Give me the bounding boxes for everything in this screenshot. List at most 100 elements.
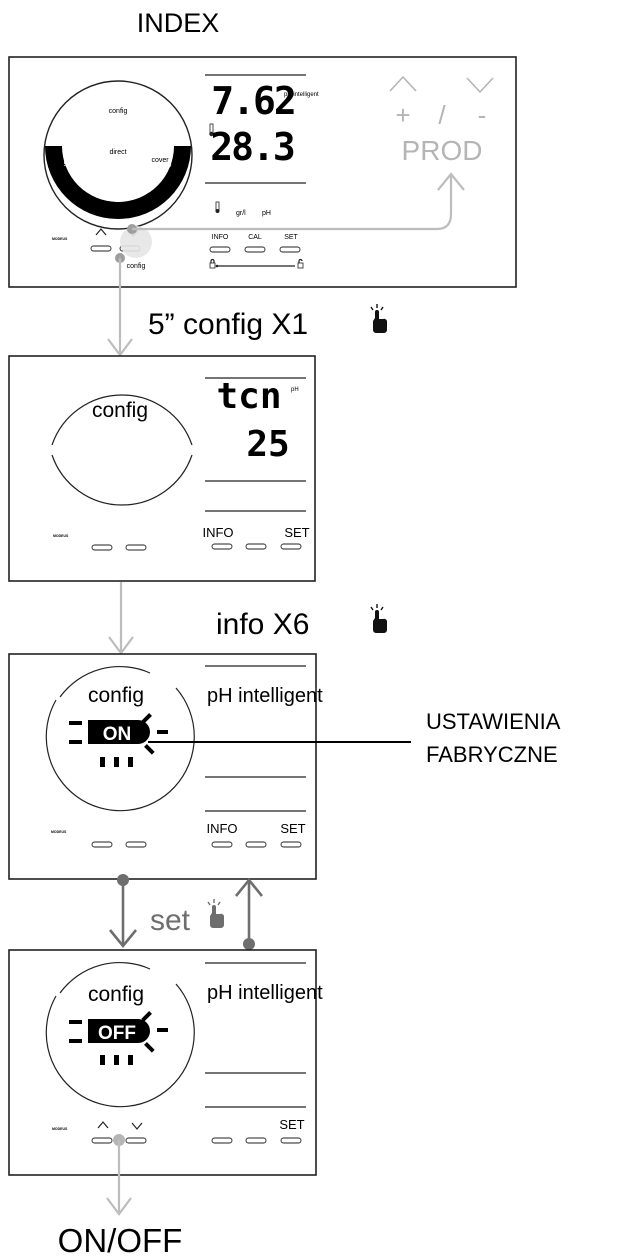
info-button[interactable] [211, 543, 233, 550]
connector-to-prod [127, 172, 465, 234]
footer-label: ON/OFF [58, 1222, 183, 1259]
up-button[interactable] [91, 544, 113, 551]
prod-slash: / [438, 100, 446, 130]
up-button[interactable] [91, 841, 113, 848]
state-pill [88, 720, 150, 744]
unit-gr-l: gr/l [236, 210, 246, 217]
arrow-up-icon [389, 75, 417, 92]
down-button[interactable] [125, 544, 147, 551]
config-code-unit: pH [291, 387, 299, 393]
ph-intelligent-text: pH intelligent [207, 685, 323, 707]
thermometer-icon [215, 201, 220, 213]
arrow-step2 [108, 582, 134, 655]
diagram-title: INDEX [137, 8, 220, 38]
step1-label: 5” config X1 [148, 308, 308, 341]
set-up-arrow [234, 877, 264, 950]
set-button[interactable] [280, 1137, 302, 1144]
set-down-arrow [108, 874, 138, 949]
prod-minus: - [478, 100, 487, 130]
set-button-label: SET [284, 525, 309, 540]
logo: MODEUS [52, 237, 68, 241]
unit-ph: pH [262, 210, 271, 217]
lock-closed-icon [209, 258, 216, 269]
prod-label: PROD [402, 135, 483, 166]
state-pill [88, 1019, 150, 1043]
scale-value: 10 [165, 163, 172, 169]
set-button-label: SET [284, 234, 298, 241]
prod-plus: + [395, 100, 410, 130]
down-button[interactable] [125, 1137, 147, 1144]
dial-arc [59, 666, 151, 698]
lock-open-icon [297, 258, 304, 269]
logo: MODEUS [51, 830, 67, 834]
dial-arc [51, 454, 193, 506]
panel-factory-on: config ON pH intelligent MODEUS INFO SET [8, 653, 323, 880]
config-value: 25 [246, 424, 289, 465]
cal-button-label: CAL [248, 234, 262, 241]
down-button[interactable] [125, 841, 147, 848]
arrow-down-icon [466, 77, 494, 94]
hand-tap-icon [370, 304, 387, 333]
logo: MODEUS [53, 534, 69, 538]
step3-label: set [150, 904, 191, 937]
scale-arc [45, 146, 191, 219]
thermometer-icon [209, 123, 214, 137]
state-value: ON [103, 724, 132, 745]
dial-label-direct: direct [109, 149, 126, 156]
hand-tap-icon [370, 604, 387, 633]
cal-button[interactable] [245, 1137, 267, 1144]
up-button[interactable] [90, 245, 112, 252]
scale-value: 20 [145, 188, 152, 194]
arrow-up-icon [95, 228, 107, 236]
callout-line2: FABRYCZNE [426, 742, 558, 767]
dial-label-config: config [109, 108, 128, 115]
panel-index: config direct cover 50 40 30 20 10 7.62 … [8, 56, 517, 288]
dial-label-cover: cover [151, 157, 169, 164]
config-button-label: config [127, 263, 146, 270]
set-button[interactable] [280, 543, 302, 550]
arrow-to-onoff [106, 1134, 132, 1216]
dial-arc [51, 394, 193, 446]
info-button[interactable] [211, 841, 233, 848]
set-button-label: SET [279, 1117, 304, 1132]
info-button-label: INFO [206, 821, 237, 836]
info-button-label: INFO [212, 234, 229, 241]
set-button[interactable] [280, 841, 302, 848]
arrow-step1 [107, 253, 133, 357]
state-value: OFF [98, 1023, 136, 1044]
dial-arc [45, 687, 195, 812]
callout-line1: USTAWIENIA [426, 709, 561, 734]
logo: MODEUS [52, 1127, 68, 1131]
up-button[interactable] [91, 1137, 113, 1144]
dial-ring [43, 80, 193, 230]
ph-intelligent-text: pH intelligent [207, 982, 323, 1004]
info-button[interactable] [209, 246, 231, 253]
hand-tap-icon [207, 899, 224, 928]
dial-label-config: config [88, 983, 144, 1006]
temperature-reading: 28.3 [210, 125, 294, 169]
scale-value: 30 [115, 198, 122, 204]
arrow-up-icon [97, 1121, 109, 1129]
arrow-down-icon [131, 1122, 143, 1130]
panel-config: config tcn pH 25 MODEUS INFO SET [8, 355, 316, 582]
prod-control: + / - PROD [389, 75, 494, 166]
info-button-label: INFO [202, 525, 233, 540]
config-code: tcn [216, 376, 281, 417]
panel-factory-off: config OFF pH intelligent MODEUS SET [8, 949, 323, 1176]
config-press-highlight [120, 226, 152, 258]
ph-reading: 7.62 [211, 79, 295, 123]
scale-value: 40 [85, 188, 92, 194]
dial-label-config: config [92, 399, 148, 422]
cal-button[interactable] [245, 841, 267, 848]
set-button[interactable] [279, 246, 301, 253]
dial-label-config: config [88, 684, 144, 707]
dial-arc [59, 962, 151, 994]
scale-value: 50 [64, 162, 71, 168]
dial-arc [45, 983, 195, 1108]
step2-label: info X6 [216, 608, 309, 641]
info-button[interactable] [211, 1137, 233, 1144]
cal-button[interactable] [245, 543, 267, 550]
set-button-label: SET [280, 821, 305, 836]
cal-button[interactable] [244, 246, 266, 253]
